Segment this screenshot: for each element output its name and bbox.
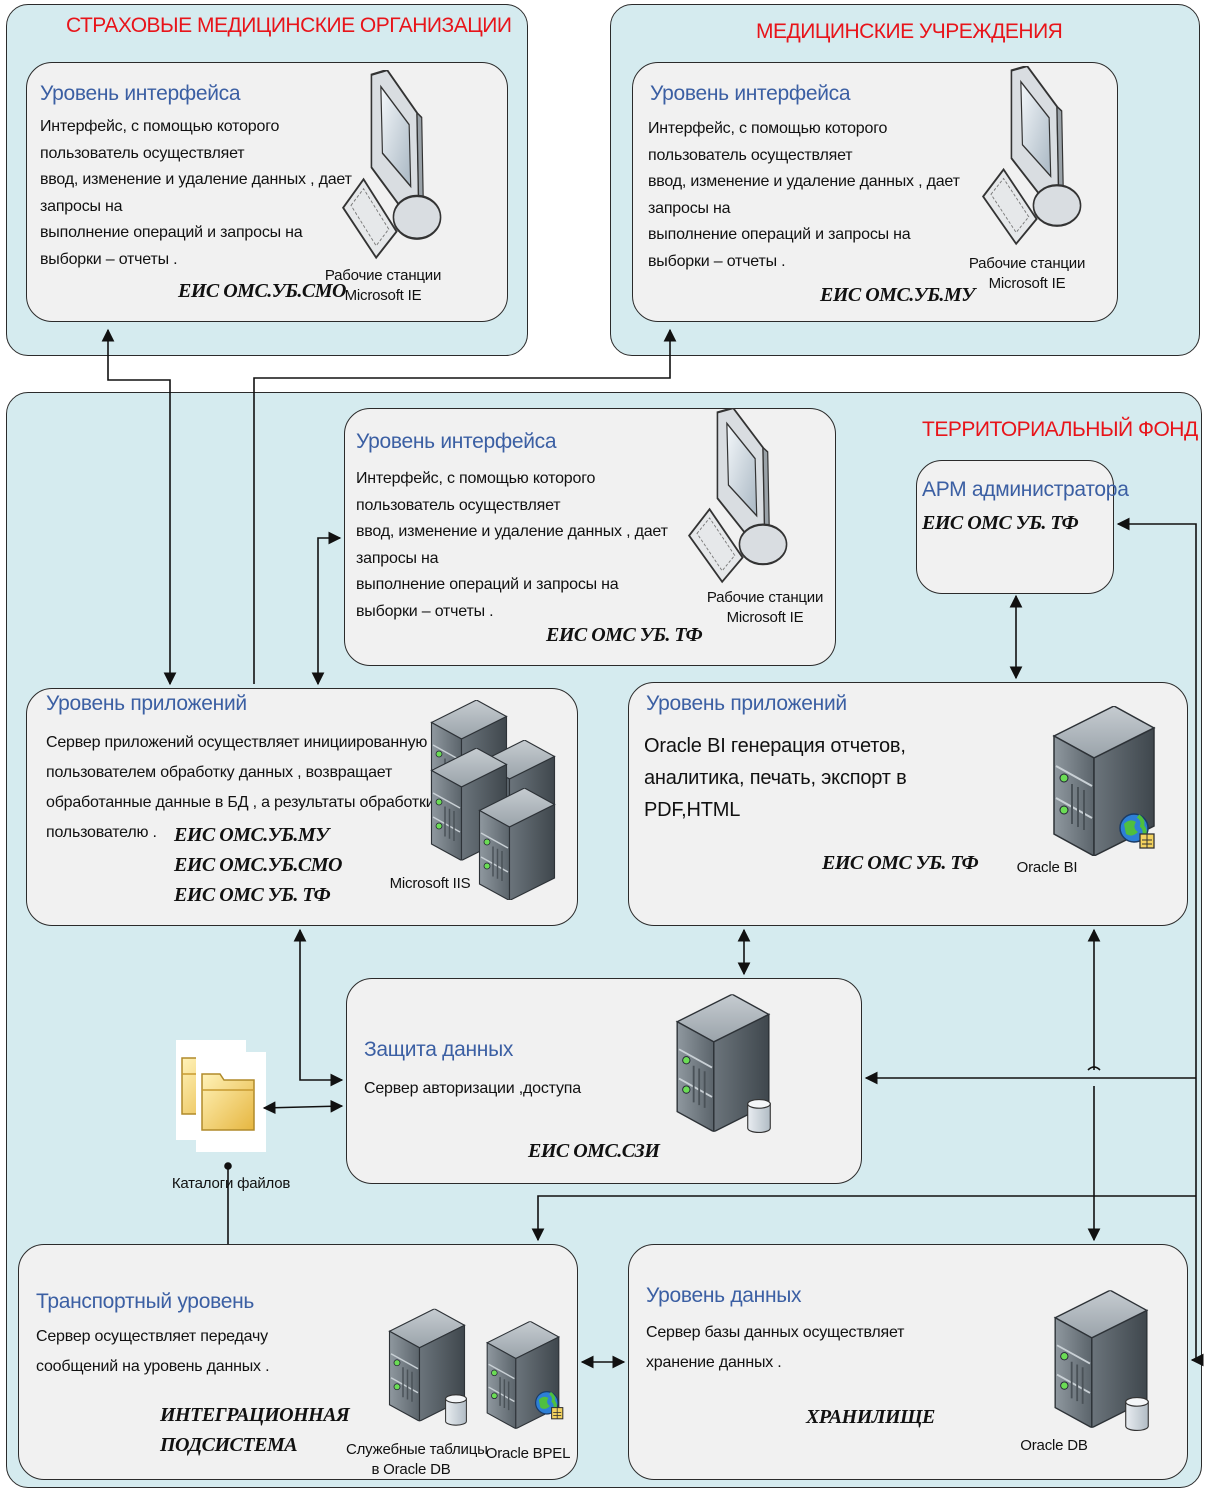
interface-smo-box [26, 62, 508, 322]
interface-tf-caption: Рабочие станции Microsoft IE [706, 589, 824, 626]
connector-tfui-apps [311, 531, 342, 686]
interface-smo-heading: Уровень интерфейса [40, 82, 241, 105]
data-caption: Oracle DB [1020, 1437, 1088, 1454]
apps-right-desc: Oracle BI генерация отчетов, аналитика, … [644, 735, 907, 821]
transport-caption-bpel: Oracle BPEL [485, 1445, 571, 1462]
apps-right-caption: Oracle BI [1016, 859, 1078, 876]
files-caption: Каталоги файлов [171, 1175, 291, 1192]
connector-smo-apps [101, 328, 177, 686]
security-box [346, 978, 862, 1184]
apps-right-heading: Уровень приложений [646, 692, 847, 715]
connector-mu-apps [253, 328, 677, 684]
interface-smo-system: ЕИС ОМС.УБ.СМО [178, 280, 347, 302]
region-smo-title: СТРАХОВЫЕ МЕДИЦИНСКИЕ ОРГАНИЗАЦИИ [66, 14, 512, 37]
apps-left-heading: Уровень приложений [46, 692, 247, 715]
transport-caption-tables: Служебные таблицы в Oracle DB [346, 1441, 488, 1478]
apps-left-caption: Microsoft IIS [389, 875, 471, 892]
interface-smo-caption: Рабочие станции Microsoft IE [324, 267, 442, 304]
connector-right-bus [1116, 517, 1197, 1360]
interface-tf-system: ЕИС ОМС УБ. ТФ [546, 624, 703, 646]
transport-desc: Сервер осуществляет передачу сообщений н… [36, 1328, 270, 1375]
connector-bus-transport [531, 1195, 1196, 1242]
security-system: ЕИС ОМС.СЗИ [528, 1140, 660, 1162]
region-tf-title: ТЕРРИТОРИАЛЬНЫЙ ФОНД [922, 418, 1198, 441]
data-system: ХРАНИЛИЩЕ [806, 1406, 935, 1428]
folder-icon [176, 1040, 266, 1152]
interface-tf-desc: Интерфейс, с помощью которого пользовате… [356, 470, 668, 620]
security-desc: Сервер авторизации ,доступа [364, 1080, 581, 1097]
admin-system: ЕИС ОМС УБ. ТФ [922, 512, 1079, 534]
connector-files-security [262, 1099, 344, 1115]
transport-systems: ИНТЕГРАЦИОННАЯ ПОДСИСТЕМА [160, 1404, 350, 1456]
region-mu-title: МЕДИЦИНСКИЕ УЧРЕЖДЕНИЯ [756, 20, 1063, 43]
security-heading: Защита данных [364, 1038, 514, 1061]
apps-left-desc: Сервер приложений осуществляет иницииров… [46, 734, 435, 841]
admin-box [916, 460, 1114, 594]
interface-mu-heading: Уровень интерфейса [650, 82, 851, 105]
apps-left-systems: ЕИС ОМС.УБ.МУ ЕИС ОМС.УБ.СМО ЕИС ОМС УБ.… [174, 824, 343, 906]
apps-right-system: ЕИС ОМС УБ. ТФ [822, 852, 979, 874]
interface-mu-caption: Рабочие станции Microsoft IE [968, 255, 1086, 292]
interface-tf-heading: Уровень интерфейса [356, 430, 557, 453]
interface-mu-desc: Интерфейс, с помощью которого пользовате… [648, 120, 960, 270]
transport-box [18, 1244, 578, 1480]
data-desc: Сервер базы данных осуществляет хранение… [646, 1324, 905, 1371]
transport-heading: Транспортный уровень [36, 1290, 255, 1313]
connector-appsleft-security [293, 928, 344, 1087]
admin-heading: АРМ администратора [922, 478, 1129, 501]
interface-mu-system: ЕИС ОМС.УБ.МУ [820, 284, 975, 306]
data-heading: Уровень данных [646, 1284, 802, 1307]
interface-smo-desc: Интерфейс, с помощью которого пользовате… [40, 118, 352, 268]
